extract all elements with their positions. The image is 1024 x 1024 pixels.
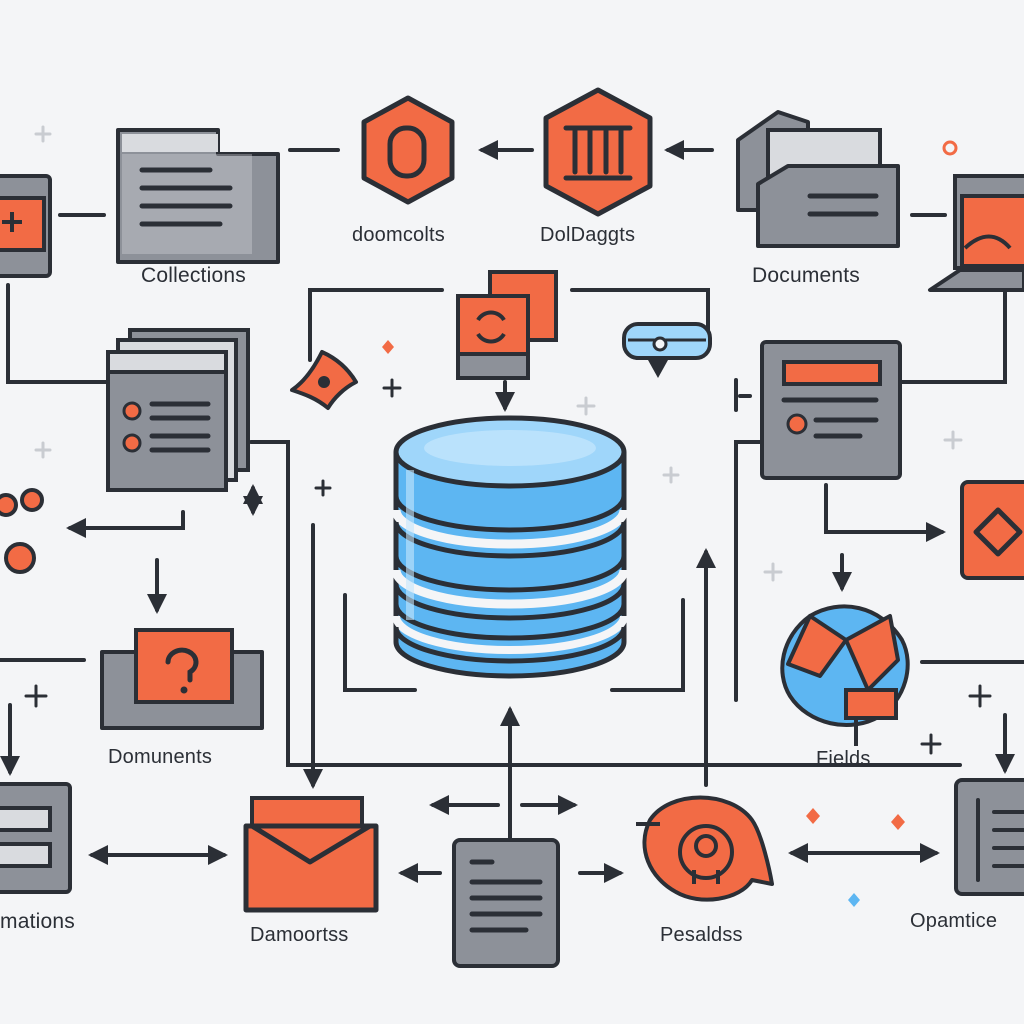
email-envelope-icon	[243, 796, 379, 913]
document-list-icon	[106, 328, 250, 492]
orange-nodes-icon	[0, 488, 44, 574]
label-fields: Fields	[816, 748, 871, 770]
documents-folder-icon	[736, 110, 900, 248]
label-documents: Documents	[752, 264, 861, 287]
hexagon-record-icon	[361, 95, 455, 205]
label-mations: mations	[0, 910, 75, 933]
diamond-card-icon	[960, 480, 1024, 580]
easel-chart-icon	[928, 174, 1024, 312]
projector-icon	[622, 322, 712, 378]
label-damoortss: Damoortss	[250, 924, 349, 946]
collection-folder-icon	[116, 128, 280, 264]
database-icon	[391, 415, 629, 679]
form-document-icon	[760, 340, 902, 480]
orange-panel-icon	[0, 174, 52, 278]
server-icon	[954, 778, 1024, 896]
text-document-icon	[452, 838, 560, 968]
label-collections: Collections	[141, 264, 246, 287]
list-document-icon	[0, 782, 72, 894]
linked-cards-icon	[456, 270, 558, 380]
target-badge-icon	[636, 795, 774, 902]
label-doomcolts: doomcolts	[352, 224, 445, 246]
globe-fields-icon	[780, 604, 910, 746]
folder-help-icon	[100, 628, 264, 730]
label-doldaggts: DolDaggts	[540, 224, 636, 246]
decorative-sparkles	[24, 125, 992, 907]
label-domunents: Domunents	[108, 746, 213, 768]
connector-lines	[0, 140, 1024, 883]
label-pesaldss: Pesaldss	[660, 924, 743, 946]
label-opamtice: Opamtice	[910, 910, 998, 932]
spark-node-icon	[290, 350, 358, 410]
hexagon-columns-icon	[543, 87, 653, 217]
